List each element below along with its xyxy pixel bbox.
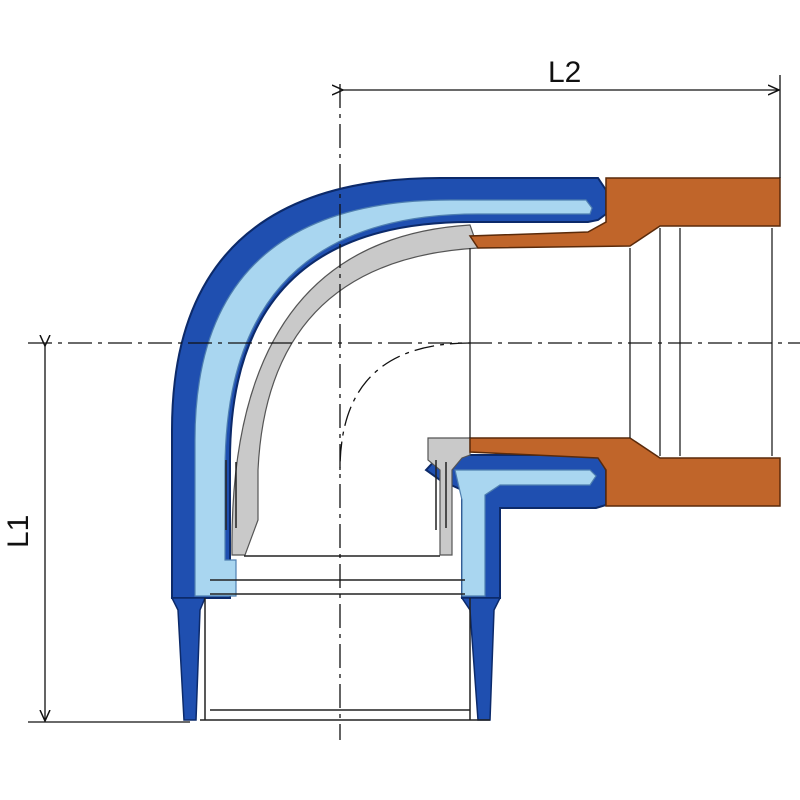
dimension-label-l1: L1 bbox=[2, 514, 35, 548]
groove-left bbox=[225, 460, 237, 530]
dimension-label-l2: L2 bbox=[548, 56, 582, 89]
inner-liner bbox=[194, 199, 593, 597]
socket-wall-right bbox=[460, 597, 502, 721]
inner-liner-lower bbox=[454, 469, 597, 597]
socket-wall-left bbox=[170, 597, 207, 721]
right-socket-bore bbox=[469, 228, 773, 456]
groove-right bbox=[435, 460, 447, 530]
brass-insert bbox=[468, 177, 781, 507]
bottom-socket-bore bbox=[200, 555, 490, 721]
